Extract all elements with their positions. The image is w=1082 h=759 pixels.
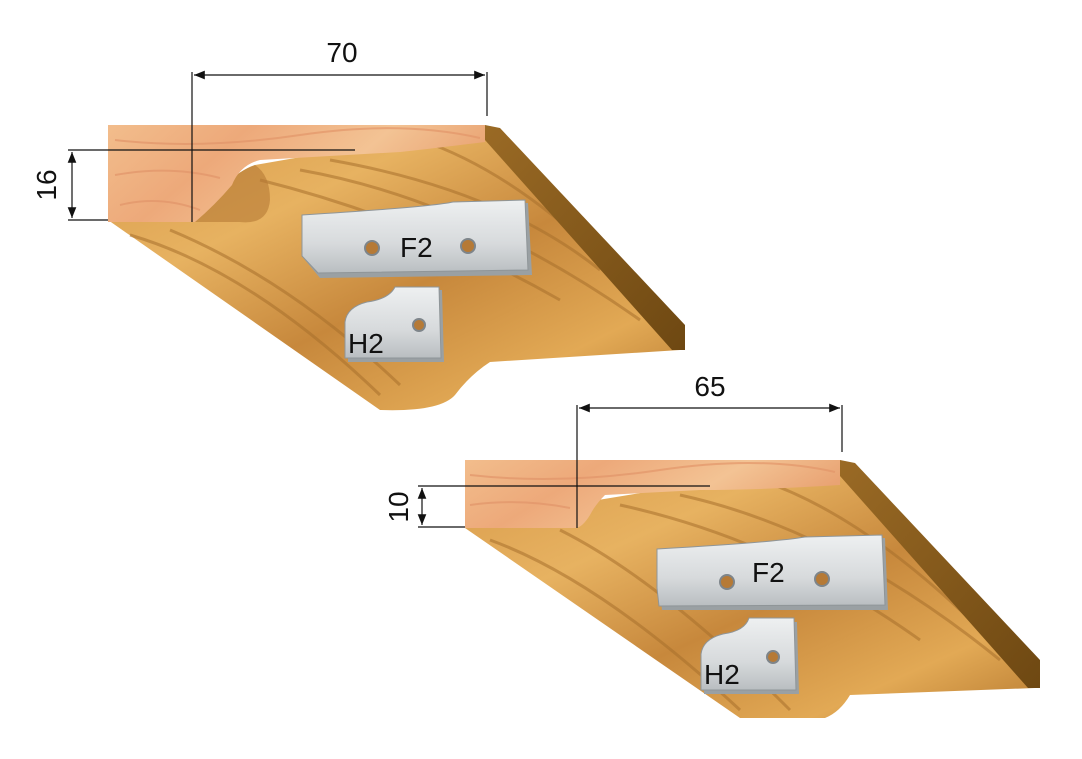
knife-h2-1: H2 — [344, 286, 444, 362]
wood-face-2 — [465, 460, 840, 528]
knife-f2-1: F2 — [301, 199, 532, 278]
dimension-depth-2 — [417, 485, 710, 528]
dimension-width-2 — [576, 403, 843, 528]
dimension-depth-label: 10 — [383, 491, 414, 522]
dimension-width-1 — [191, 70, 488, 222]
face-grain-2 — [469, 462, 836, 509]
dimension-width-label: 70 — [326, 37, 357, 68]
knife-bottom-label: H2 — [704, 659, 740, 690]
knife-top-label: F2 — [752, 557, 785, 588]
knife-h2-2: H2 — [700, 617, 799, 694]
knife-hole-icon — [412, 318, 426, 332]
knife-hole-icon — [364, 240, 380, 256]
knife-hole-icon — [814, 571, 830, 587]
knife-bottom-label: H2 — [348, 328, 384, 359]
knife-hole-icon — [719, 574, 735, 590]
dimension-depth-label: 16 — [31, 169, 62, 200]
knife-top-label: F2 — [400, 232, 433, 263]
dimension-width-label: 65 — [694, 371, 725, 402]
profile-2: F2 H2 65 10 — [383, 371, 1040, 718]
dimension-depth-1 — [67, 149, 355, 221]
wood-side-2 — [840, 460, 1040, 688]
knife-f2-2: F2 — [656, 534, 888, 610]
knife-hole-icon — [766, 650, 780, 664]
wood-side-1 — [485, 125, 685, 350]
knife-hole-icon — [460, 238, 476, 254]
profile-1: F2 H2 70 16 — [31, 37, 685, 411]
wood-face-1 — [108, 125, 485, 222]
